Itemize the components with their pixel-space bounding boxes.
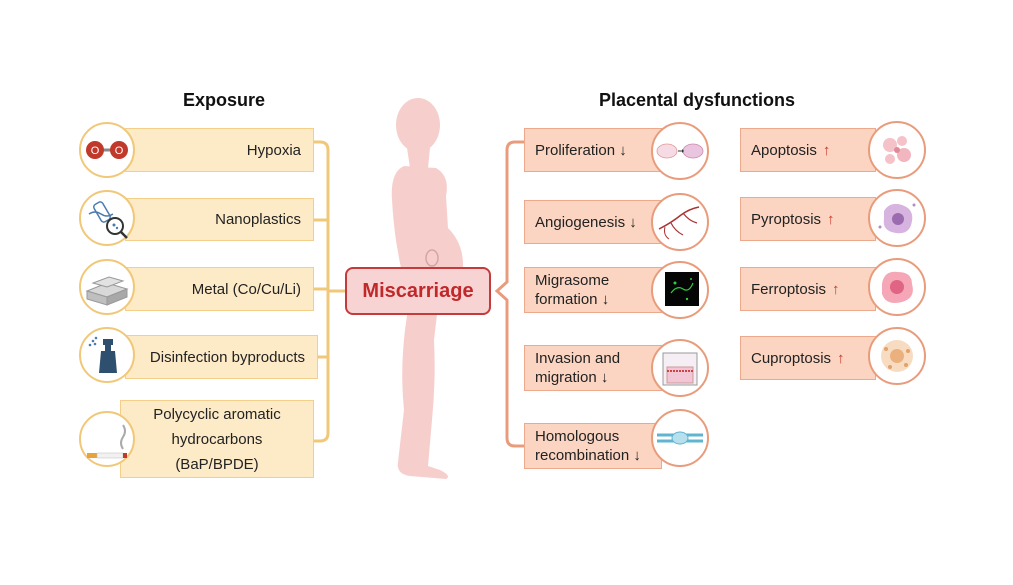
ferroptotic-cell-icon xyxy=(868,258,926,316)
miscarriage-box: Miscarriage xyxy=(345,267,491,315)
dysfunction-label-line: Invasion and xyxy=(535,350,621,367)
dysfunction-label-line: formation ↓ xyxy=(535,291,610,308)
exposure-label: Disinfection byproducts xyxy=(149,348,305,366)
exposure-box-metal: Metal (Co/Cu/Li) xyxy=(125,267,314,311)
dysfunction-label-line: recombination ↓ xyxy=(535,447,641,464)
exposure-bracket xyxy=(314,140,330,443)
dysfunction-label: Cuproptosis xyxy=(751,349,832,367)
dysfunction-box-homologous: Homologous recombination ↓ xyxy=(524,423,662,469)
plastic-bottle-icon xyxy=(79,190,135,246)
exposure-box-hypoxia: Hypoxia xyxy=(125,128,314,172)
spray-bottle-icon xyxy=(79,327,135,383)
dysfunction-box-ferroptosis: Ferroptosis ↑ xyxy=(740,267,876,311)
exposure-label-line: (BaP/BPDE) xyxy=(175,455,259,473)
miscarriage-label: Miscarriage xyxy=(362,279,474,302)
fetus-icon xyxy=(425,249,439,267)
dysfunction-label: Apoptosis xyxy=(751,141,817,159)
exposure-box-nanoplastics: Nanoplastics xyxy=(125,198,314,241)
apoptotic-cell-icon xyxy=(868,121,926,179)
dysfunction-box-apoptosis: Apoptosis ↑ xyxy=(740,128,876,172)
exposure-box-pah: Polycyclic aromatic hydrocarbons (BaP/BP… xyxy=(120,400,314,478)
exposure-heading: Exposure xyxy=(183,90,266,110)
dysfunction-box-proliferation: Proliferation ↓ xyxy=(524,128,662,172)
dysfunction-box-angiogenesis: Angiogenesis ↓ xyxy=(524,200,662,244)
dysfunction-label-line: migration ↓ xyxy=(535,369,609,386)
dysfunction-label: Pyroptosis xyxy=(751,210,822,228)
dysfunction-label: Angiogenesis ↓ xyxy=(535,213,637,231)
dysfunction-bracket xyxy=(494,140,524,448)
up-arrow: ↑ xyxy=(827,210,835,228)
metal-bars-icon xyxy=(79,259,135,315)
up-arrow: ↑ xyxy=(832,280,840,298)
up-arrow: ↑ xyxy=(837,349,845,367)
cigarette-icon xyxy=(79,411,135,467)
exposure-label: Nanoplastics xyxy=(215,211,301,228)
up-arrow: ↑ xyxy=(822,141,831,159)
exposure-label: Metal (Co/Cu/Li) xyxy=(191,280,301,298)
dysfunction-label-line: Homologous xyxy=(535,428,620,445)
dysfunction-label: Proliferation ↓ xyxy=(535,141,627,159)
pyroptotic-cell-icon xyxy=(868,189,926,247)
dysfunction-label-line: Migrasome xyxy=(535,272,610,289)
blood-vessel-icon xyxy=(651,193,709,251)
exposure-label-line: hydrocarbons xyxy=(171,430,263,448)
exposure-box-disinfection: Disinfection byproducts xyxy=(125,335,318,379)
dna-strand-icon xyxy=(651,409,709,467)
exposure-label-line: Polycyclic aromatic xyxy=(153,405,281,423)
dysfunction-box-cuproptosis: Cuproptosis ↑ xyxy=(740,336,876,380)
cuproptotic-cell-icon xyxy=(868,327,926,385)
exposure-label: Hypoxia xyxy=(246,141,301,159)
dysfunction-box-migrasome: Migrasome formation ↓ xyxy=(524,267,662,313)
dysfunction-label: Ferroptosis xyxy=(751,280,827,298)
placental-heading: Placental dysfunctions xyxy=(599,90,796,110)
svg-text:O: O xyxy=(115,145,124,157)
dysfunction-box-pyroptosis: Pyroptosis ↑ xyxy=(740,197,876,241)
cell-division-icon xyxy=(651,122,709,180)
transwell-assay-icon xyxy=(651,339,709,397)
dysfunction-box-invasion: Invasion and migration ↓ xyxy=(524,345,662,391)
svg-text:O: O xyxy=(91,145,100,157)
migrasome-fluorescence-icon xyxy=(651,261,709,319)
